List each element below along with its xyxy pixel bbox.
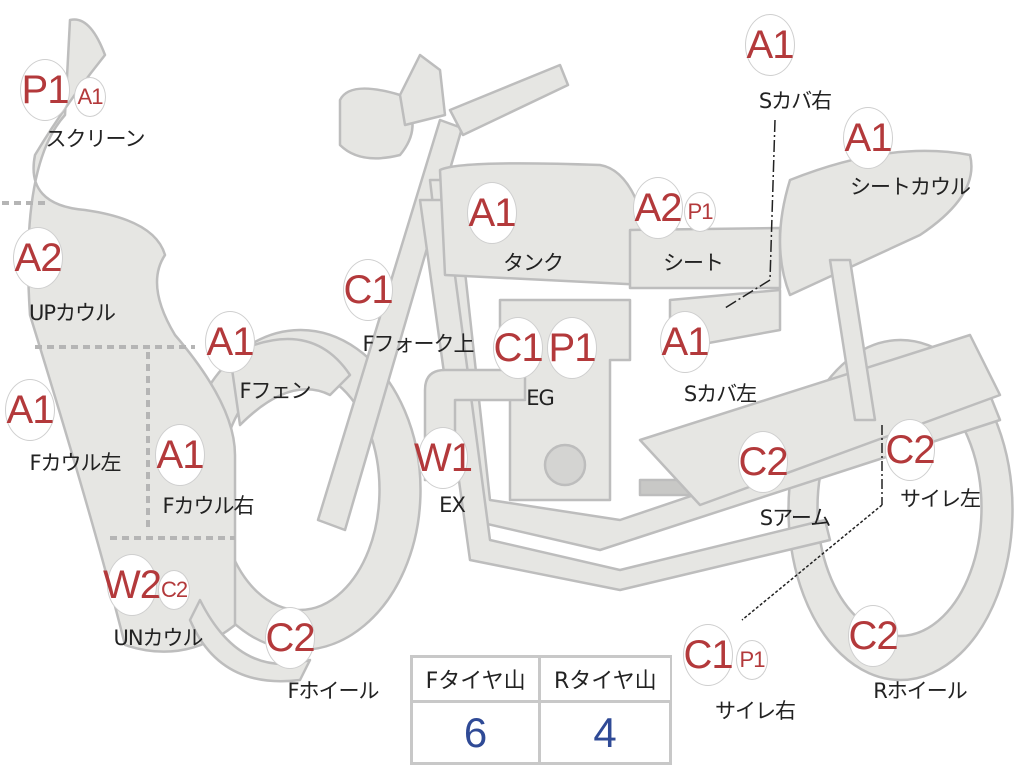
front-tire-header: Fタイヤ山: [409, 655, 541, 703]
part-label-silencer-left: サイレ左: [900, 487, 981, 511]
grade-badge: A1: [660, 311, 710, 373]
part-label-swing-arm: Sアーム: [759, 506, 831, 530]
front-tire-value: 6: [409, 700, 542, 765]
part-label-f-fork-upper: Fフォーク上: [362, 332, 474, 356]
grade-badge: C2: [158, 570, 190, 610]
part-label-un-cowl: UNカウル: [113, 626, 203, 650]
grade-badge: P1: [684, 192, 716, 232]
part-label-seat-cowl: シートカウル: [850, 175, 971, 199]
part-label-f-wheel: Fホイール: [287, 679, 379, 703]
grade-badge: A1: [843, 107, 893, 169]
part-label-silencer-right: サイレ右: [715, 699, 796, 723]
rear-tire-header: Rタイヤ山: [538, 655, 672, 703]
tire-tread-table: Fタイヤ山 Rタイヤ山 6 4: [409, 655, 672, 765]
part-label-f-cowl-right: Fカウル右: [162, 494, 254, 518]
grade-badge: P1: [20, 59, 70, 121]
grade-badge: C1: [343, 259, 394, 321]
part-label-r-wheel: Rホイール: [873, 679, 968, 703]
grade-badge: C2: [885, 419, 936, 481]
part-label-seat: シート: [663, 251, 724, 275]
grade-badge: C1: [493, 317, 544, 379]
part-label-f-cowl-left: Fカウル左: [29, 451, 121, 475]
part-label-f-fender: Fフェン: [239, 379, 311, 403]
grade-badge: A1: [74, 77, 106, 117]
rear-tire-value: 4: [538, 700, 672, 765]
grade-badge: W1: [414, 427, 473, 489]
seat: [628, 226, 782, 290]
grade-badge: A1: [745, 14, 795, 76]
part-label-s-cover-right: Sカバ右: [758, 89, 832, 113]
grade-badge: C2: [265, 607, 316, 669]
part-label-screen: スクリーン: [45, 127, 146, 151]
grade-badge: A1: [155, 424, 205, 486]
grade-badge: A1: [467, 182, 517, 244]
part-label-s-cover-left: Sカバ左: [683, 382, 757, 406]
part-label-up-cowl: UPカウル: [28, 301, 116, 325]
grade-badge: P1: [547, 317, 597, 379]
grade-badge: A1: [5, 379, 55, 441]
grade-badge: A2: [633, 177, 683, 239]
grade-badge: A2: [13, 227, 63, 289]
part-label-eg: EG: [526, 386, 555, 410]
part-label-ex: EX: [439, 493, 466, 517]
grade-badge: C2: [848, 605, 899, 667]
front-fender: [228, 337, 352, 427]
part-label-tank: タンク: [503, 251, 564, 275]
grade-badge: A1: [205, 311, 255, 373]
grade-badge: C2: [738, 431, 789, 493]
grade-badge: C1: [683, 624, 734, 686]
fairing: [26, 18, 237, 653]
grade-badge: W2: [103, 554, 162, 616]
grade-badge: P1: [736, 640, 768, 680]
